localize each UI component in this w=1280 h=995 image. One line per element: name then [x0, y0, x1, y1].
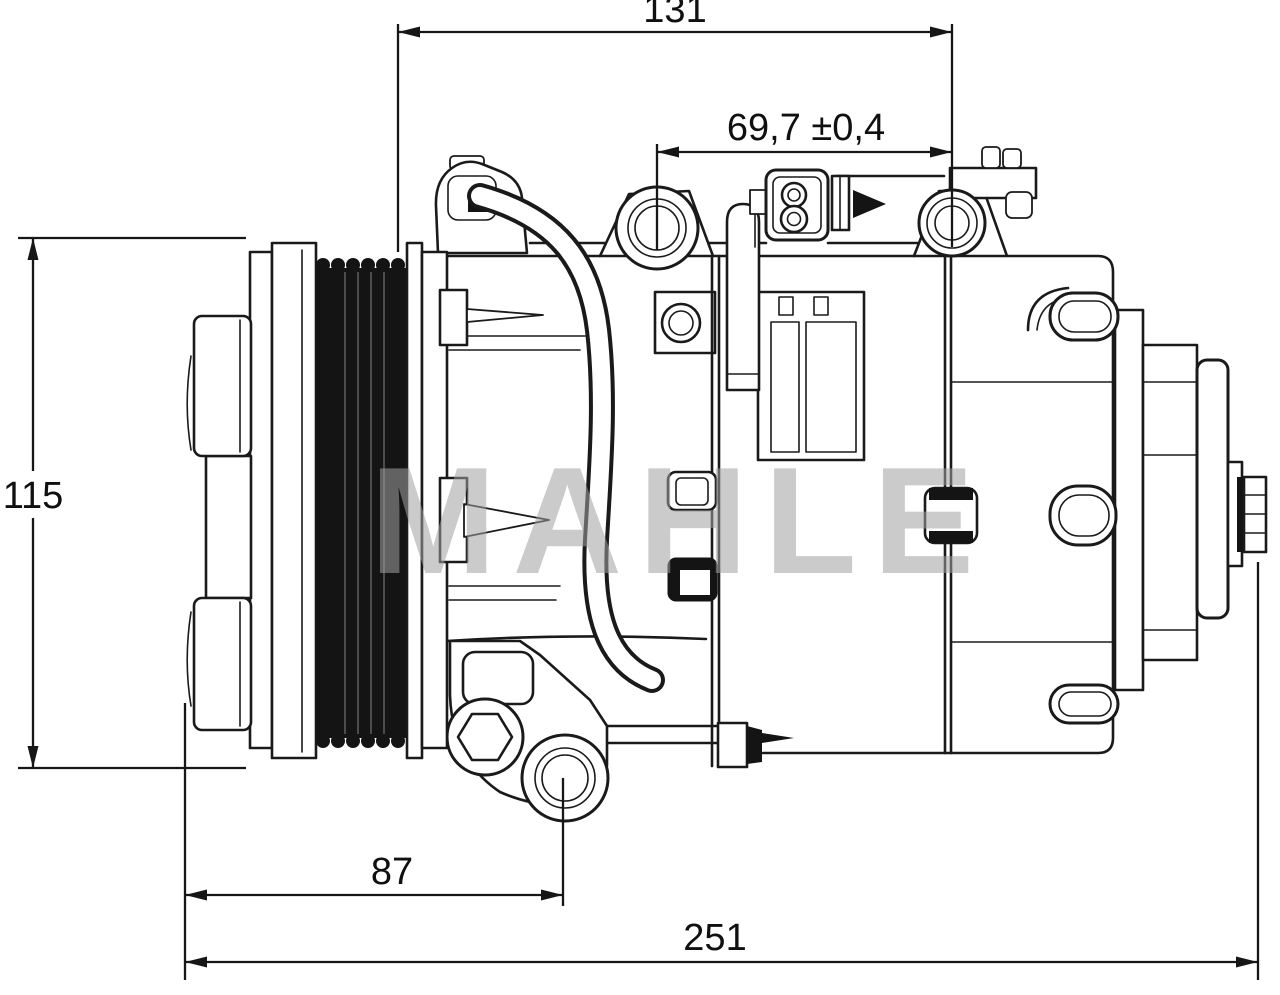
rear-head: [1141, 343, 1199, 662]
clutch-front-plate: [186, 314, 253, 732]
rear-mounting-lug-middle: [1048, 484, 1118, 547]
side-tab: [923, 486, 979, 545]
rear-step-ring: [1113, 308, 1145, 692]
dimension-label-131: 131: [643, 0, 706, 31]
dimension-131: 131: [396, 0, 954, 252]
hose-pipe: [467, 183, 665, 693]
small-bearing-boss: [653, 290, 717, 355]
dimension-251: 251: [185, 562, 1260, 980]
lower-bracket: [461, 650, 535, 706]
dimension-label-251: 251: [683, 917, 746, 959]
dimension-label-115: 115: [3, 475, 64, 517]
brand-watermark: MAHLE: [370, 436, 990, 606]
casting-relief-panel: [756, 290, 866, 462]
connector-pin-2: [779, 204, 809, 234]
connector-latch: [853, 190, 886, 218]
bolt-tip: [762, 733, 794, 743]
electrical-connector: [749, 168, 946, 248]
dimension-label-69-7: 69,7 ±0,4: [727, 107, 885, 149]
rear-end-plate: [1195, 358, 1230, 620]
dimension-87: 87: [183, 703, 565, 980]
shaft-bolt-tips: [438, 288, 550, 564]
lower-front-mount: [445, 639, 610, 823]
belt-rib-band: [316, 258, 407, 748]
clutch-pulley: [186, 241, 449, 760]
mounting-foot: [716, 721, 749, 769]
hex-bolt-head: [456, 712, 514, 762]
compressor-rear-housing: [761, 254, 1268, 755]
discharge-port: [667, 557, 718, 602]
rear-mounting-lug-top: [1048, 291, 1120, 342]
connector-pin-1: [780, 181, 808, 209]
rear-mounting-lug-bottom: [1048, 683, 1120, 725]
compressor-front-housing: [445, 241, 943, 769]
dimension-69-7: 69,7 ±0,4: [655, 107, 952, 250]
dimension-label-87: 87: [371, 851, 413, 893]
suction-port: [666, 470, 718, 512]
vertical-tube: [725, 202, 761, 392]
casting-hook-detail: [1026, 286, 1070, 332]
dimension-115: 115: [3, 236, 246, 770]
